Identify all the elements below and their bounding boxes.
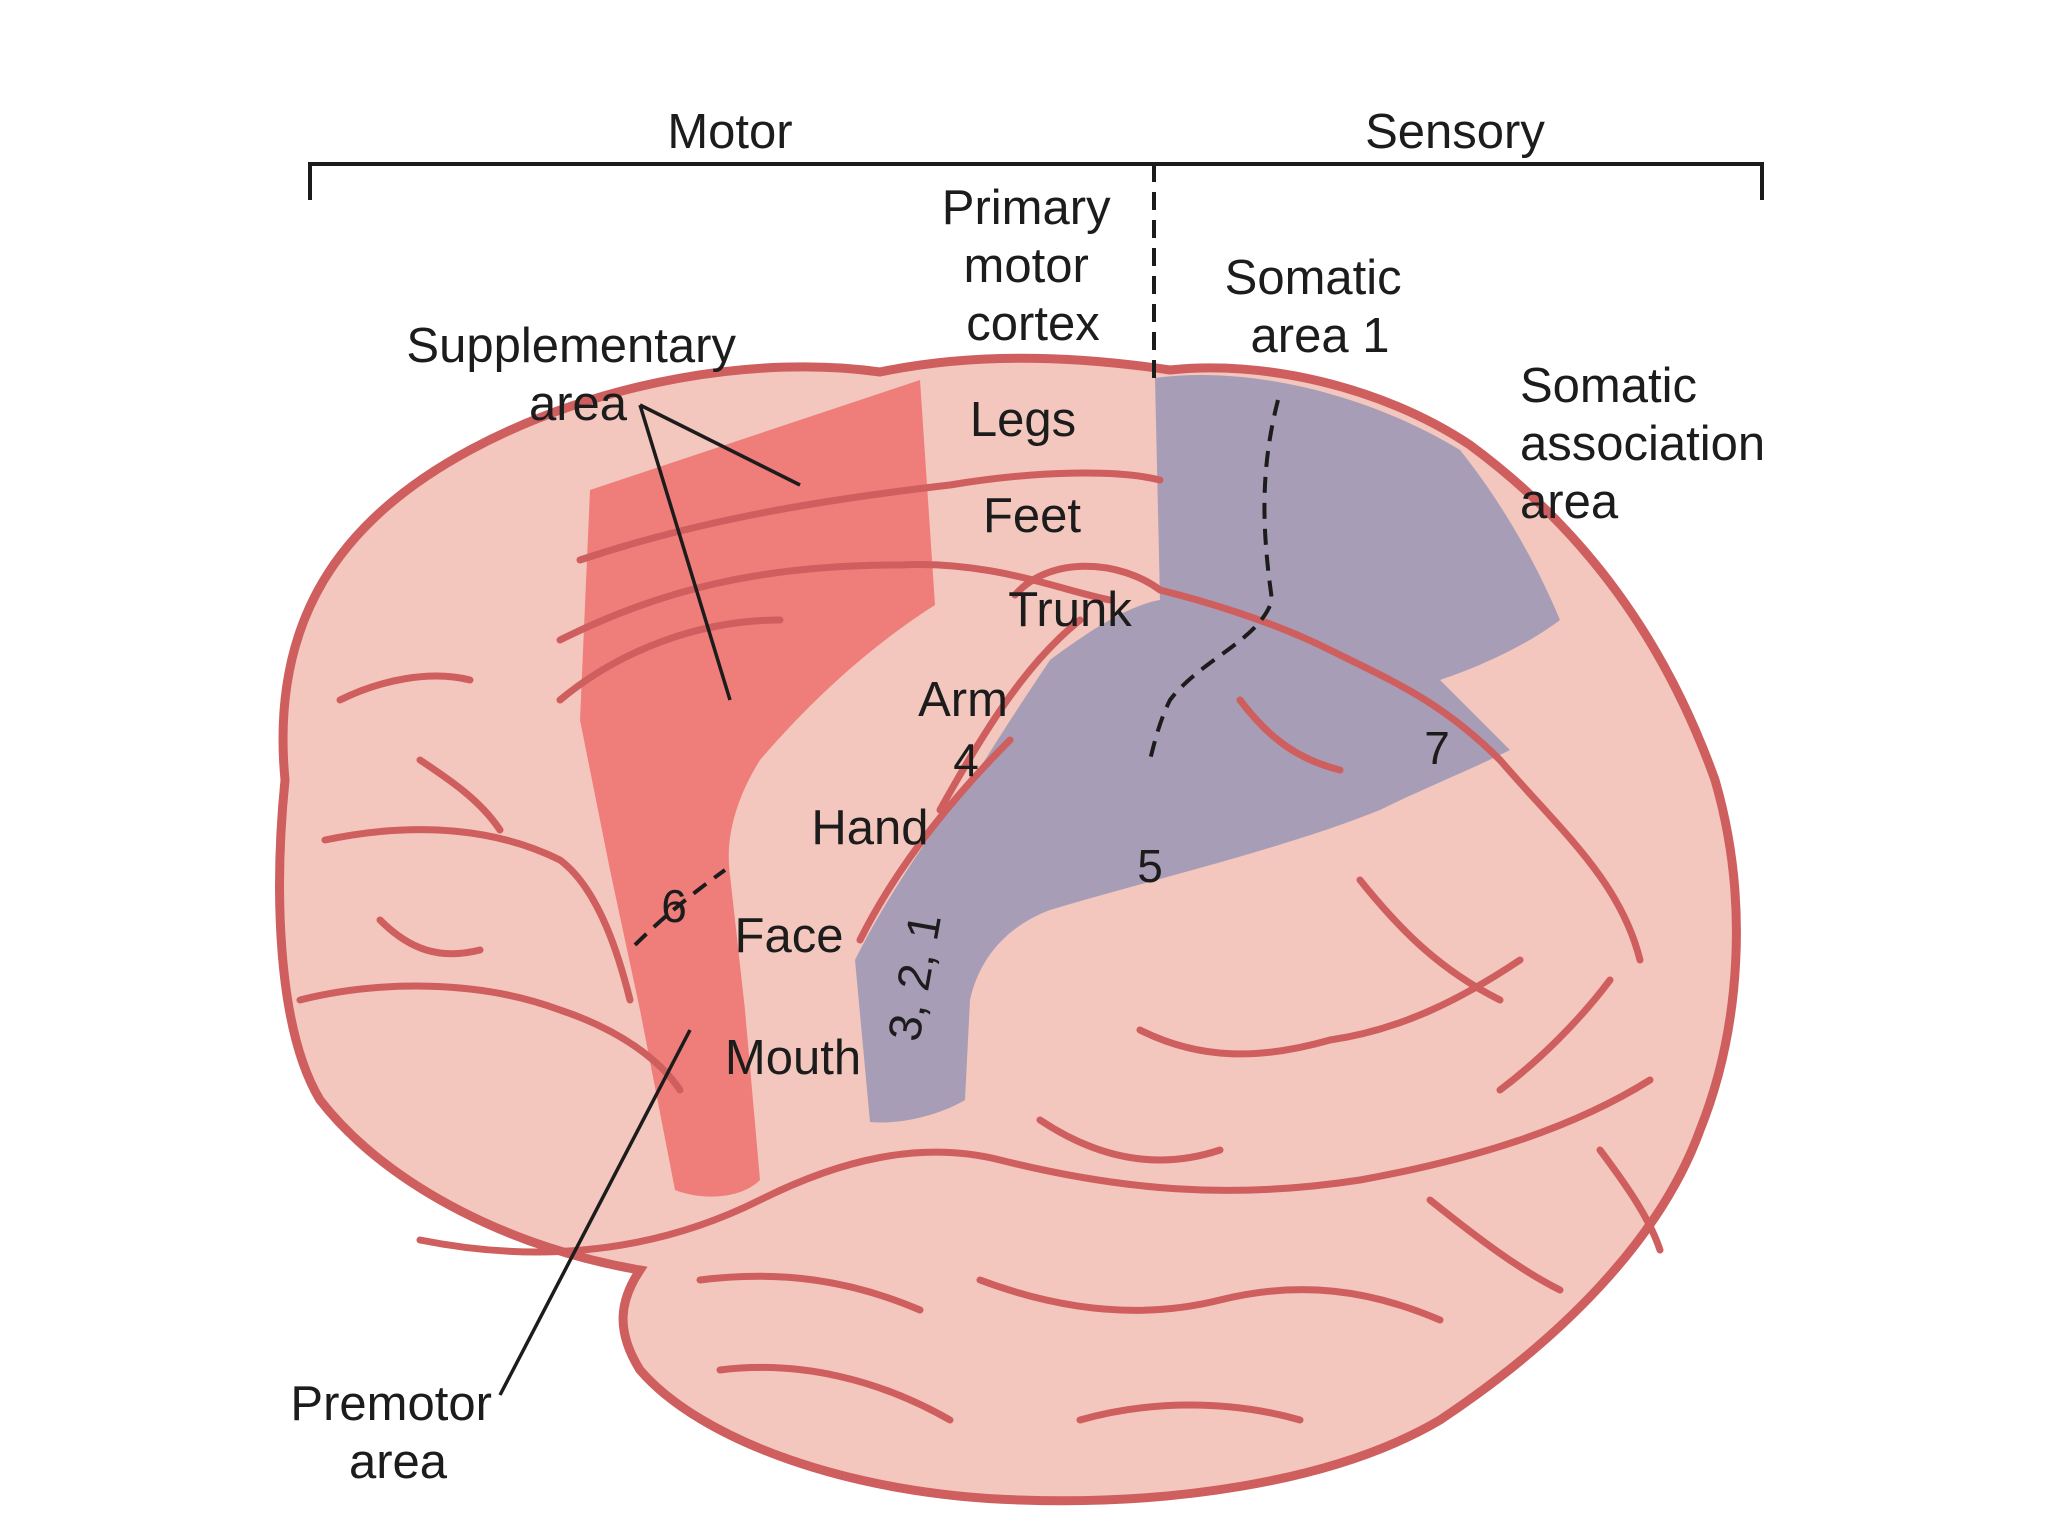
premotor-line-2: area	[349, 1435, 448, 1489]
sensory-header-label: Sensory	[1365, 105, 1545, 159]
sulci-lines	[296, 469, 1664, 1424]
supplementary-premotor-region	[580, 380, 935, 1197]
somatic-association-line-2: association	[1520, 417, 1765, 471]
header-bracket	[308, 162, 1764, 380]
supplementary-line-2: area	[529, 377, 628, 431]
primary-motor-line-3: cortex	[966, 297, 1099, 351]
premotor-line-1: Premotor	[290, 1377, 492, 1431]
somatic-area-1-line-2: area 1	[1251, 309, 1390, 363]
mouth-label: Mouth	[725, 1031, 861, 1085]
supplementary-area-label: Supplementary area	[406, 319, 749, 431]
dashed-boundaries	[633, 399, 1280, 947]
somatosensory-region	[855, 374, 1560, 1123]
area-5-label: 5	[1137, 840, 1163, 892]
premotor-area-label: Premotor area	[290, 1377, 505, 1489]
hand-label: Hand	[811, 801, 928, 855]
primary-motor-line-2: motor	[964, 239, 1089, 293]
face-label: Face	[735, 909, 844, 963]
somatic-area-1-line-1: Somatic	[1225, 251, 1402, 305]
somatic-association-line-1: Somatic	[1520, 359, 1697, 413]
area-4-label: 4	[953, 734, 979, 786]
area-6-label: 6	[661, 880, 687, 932]
primary-motor-cortex-label: Primary motor cortex	[942, 181, 1124, 351]
supplementary-line-1: Supplementary	[406, 319, 736, 373]
area-7-label: 7	[1424, 722, 1450, 774]
legs-label: Legs	[970, 393, 1076, 447]
somatic-association-line-3: area	[1520, 475, 1619, 529]
feet-label: Feet	[983, 489, 1081, 543]
somatic-association-area-label: Somatic association area	[1520, 359, 1779, 529]
trunk-label: Trunk	[1008, 583, 1132, 637]
motor-header-label: Motor	[667, 105, 792, 159]
primary-motor-line-1: Primary	[942, 181, 1111, 235]
leader-lines	[498, 403, 801, 1396]
arm-label: Arm	[918, 673, 1008, 727]
somatic-area-1-label: Somatic area 1	[1225, 251, 1416, 363]
